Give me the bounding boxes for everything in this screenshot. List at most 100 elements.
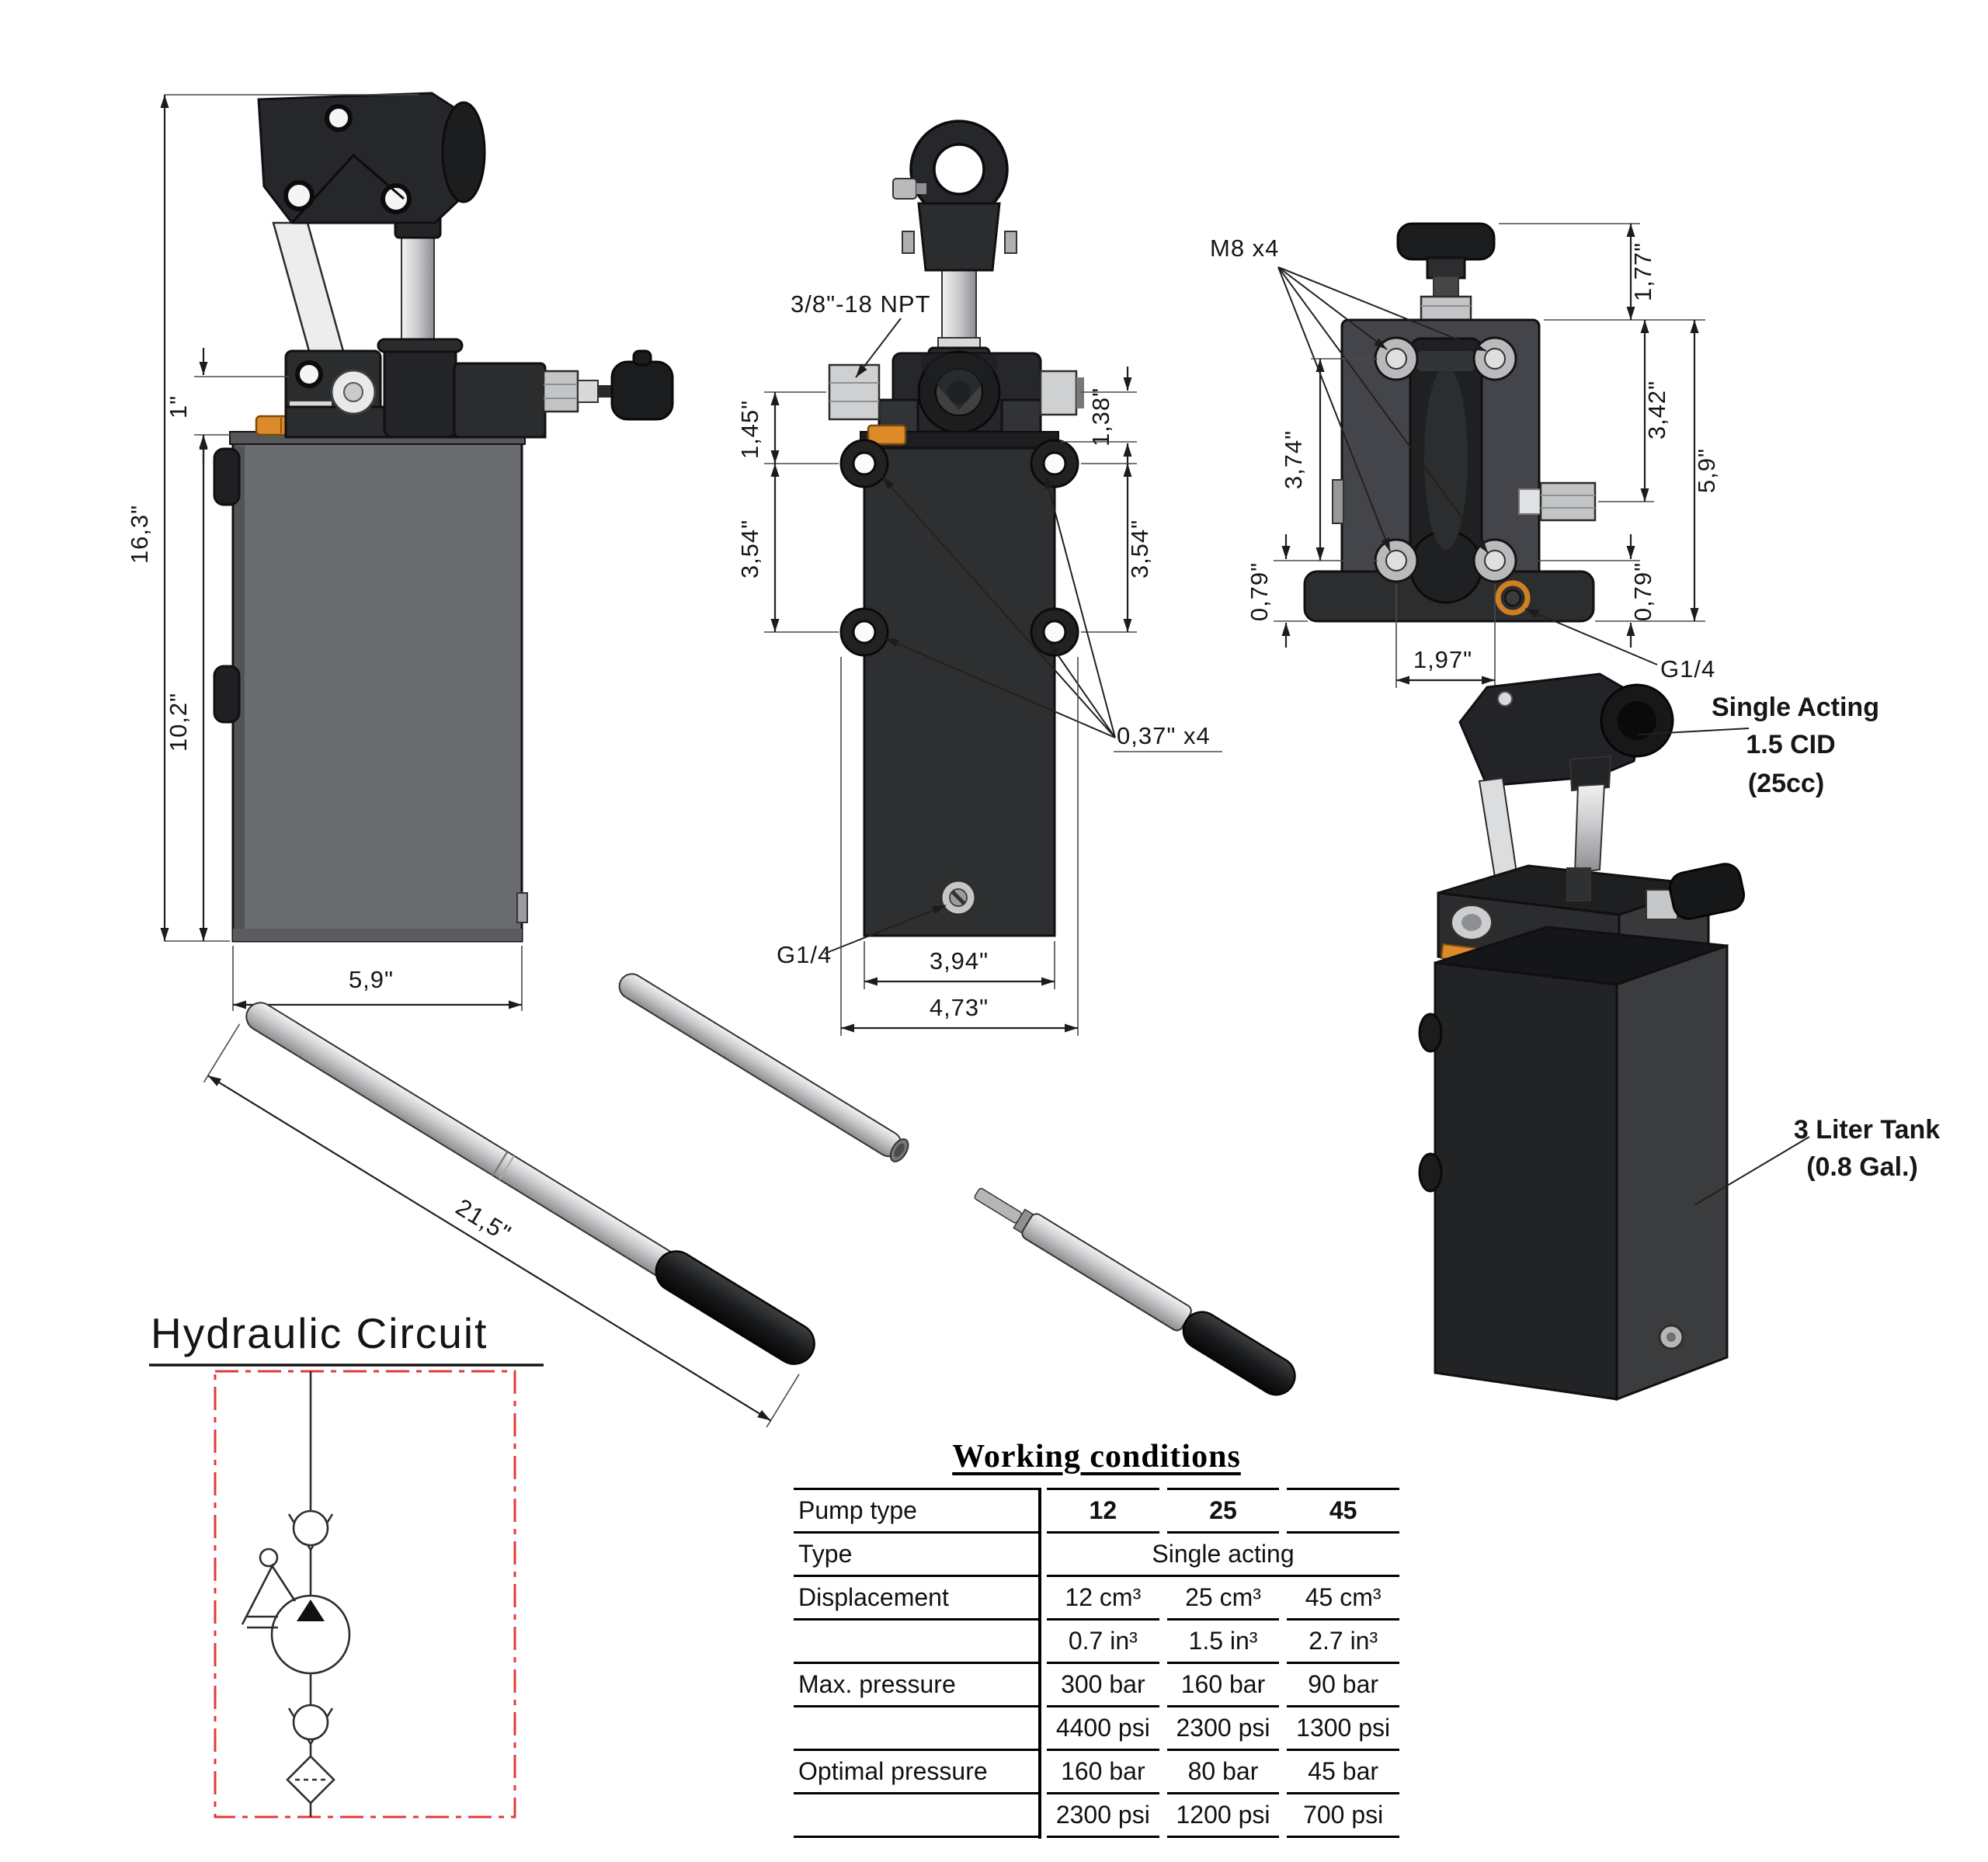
dim-top-knob-height: 1,77" <box>1629 242 1656 301</box>
front-tank <box>863 446 1056 937</box>
cell-pump-type-label: Pump type <box>794 1488 1039 1534</box>
check-valve-symbol-2 <box>292 1704 329 1741</box>
iso-view: Single Acting 1.5 CID (25cc) 3 Liter Tan… <box>1418 672 1940 1402</box>
iso-boss-lower <box>1418 1152 1443 1193</box>
cell-pump-type-25: 25 <box>1166 1488 1280 1534</box>
cell-max-pressure-psi-label <box>794 1707 1039 1751</box>
front-clevis-body <box>917 202 1001 272</box>
table-row-optimal-pressure-psi: 2300 psi 1200 psi 700 psi <box>794 1794 1399 1838</box>
table-row-displacement-cm3: Displacement 12 cm³ 25 cm³ 45 cm³ <box>794 1577 1399 1621</box>
side-bracket-hole-top <box>325 104 353 132</box>
dim-front-lug-spacing-right: 3,54" <box>1126 519 1153 578</box>
cell-max-pressure-label: Max. pressure <box>794 1664 1039 1707</box>
cell-displacement-in-45: 2.7 in³ <box>1287 1621 1399 1664</box>
circuit-title: Hydraulic Circuit <box>151 1309 488 1357</box>
iso-tank-side <box>1615 943 1729 1402</box>
top-side-slot <box>1332 479 1344 524</box>
check-valve-symbol-1 <box>292 1509 329 1547</box>
cell-max-pressure-45: 90 bar <box>1287 1664 1399 1707</box>
front-npt-label: 3/8"-18 NPT <box>791 290 931 318</box>
cell-type-label: Type <box>794 1534 1039 1577</box>
cell-optimal-pressure-12: 160 bar <box>1047 1751 1159 1794</box>
side-bracket-hole-right <box>381 183 412 214</box>
side-bolt-hole <box>295 360 323 388</box>
dim-top-base-offset-left: 0,79" <box>1246 562 1273 621</box>
front-dimensions: 3/8"-18 NPT 1,45" 3,54" 1,38" 3,54" 0,37… <box>736 290 1222 1036</box>
working-conditions-table: Working conditions Pump type 12 25 45 Ty… <box>786 1438 1407 1839</box>
side-pump-head <box>284 338 547 439</box>
dim-front-lug-spacing-left: 3,54" <box>736 519 763 578</box>
front-side-port <box>1039 370 1078 416</box>
circuit-boundary <box>214 1370 516 1819</box>
dim-top-bolt-spacing-h: 1,97" <box>1413 646 1472 673</box>
iso-pump-label-line3: (25cc) <box>1748 769 1824 798</box>
side-boss-upper <box>213 447 241 506</box>
dim-side-overall-height: 16,3" <box>126 505 153 564</box>
cell-displacement-in-12: 0.7 in³ <box>1047 1621 1159 1664</box>
top-m8-screws <box>1374 336 1517 583</box>
front-holes-label: 0,37" x4 <box>1117 722 1211 749</box>
handle-grip <box>655 1250 815 1365</box>
iso-tank-label-line1: 3 Liter Tank <box>1794 1115 1940 1145</box>
cell-max-pressure-psi-45: 1300 psi <box>1287 1707 1399 1751</box>
table-row-pump-type: Pump type 12 25 45 <box>794 1488 1399 1534</box>
filter-symbol <box>286 1755 335 1805</box>
dim-top-base-offset-right: 0,79" <box>1629 562 1656 621</box>
front-rod-upper <box>941 267 977 346</box>
cell-optimal-pressure-45: 45 bar <box>1287 1751 1399 1794</box>
iso-pump-label-line1: Single Acting <box>1712 693 1879 722</box>
dim-handle-length: 21,5" <box>451 1193 516 1248</box>
top-dimensions: M8 x4 1,77" 3,42" 5,9" 3,74" 0,79" <box>1210 223 1720 688</box>
cell-displacement-25: 25 cm³ <box>1166 1577 1280 1621</box>
table-row-displacement-in3: 0.7 in³ 1.5 in³ 2.7 in³ <box>794 1621 1399 1664</box>
side-level-plug <box>516 892 528 923</box>
cell-optimal-pressure-psi-12: 2300 psi <box>1047 1794 1159 1838</box>
cell-displacement-12: 12 cm³ <box>1047 1577 1159 1621</box>
dim-side-head-height: 1" <box>165 395 192 419</box>
top-bolts-label: M8 x4 <box>1210 234 1279 262</box>
dim-front-overall-width: 4,73" <box>930 994 989 1021</box>
side-tank <box>231 433 523 943</box>
iso-tank-label-line2: (0.8 Gal.) <box>1806 1152 1918 1182</box>
iso-boss-upper <box>1418 1013 1443 1053</box>
cell-optimal-pressure-psi-25: 1200 psi <box>1166 1794 1280 1838</box>
table-row-optimal-pressure-bar: Optimal pressure 160 bar 80 bar 45 bar <box>794 1751 1399 1794</box>
dim-front-port-to-tank-top: 1,38" <box>1087 387 1114 446</box>
dim-side-tank-height: 10,2" <box>165 693 192 752</box>
side-grip-socket <box>441 101 486 203</box>
front-drain-label: G1/4 <box>777 941 832 968</box>
dim-front-port-to-lug: 1,45" <box>736 400 763 459</box>
iso-rod-cap <box>1569 755 1612 792</box>
dim-side-width: 5,9" <box>349 966 394 993</box>
cell-type-value: Single acting <box>1047 1534 1399 1577</box>
cell-optimal-pressure-label: Optimal pressure <box>794 1751 1039 1794</box>
side-release-knob <box>542 349 674 421</box>
spec-table: Pump type 12 25 45 Type Single acting Di… <box>786 1488 1407 1838</box>
side-handle-bracket <box>257 92 486 224</box>
cell-displacement-in-25: 1.5 in³ <box>1166 1621 1280 1664</box>
handle-rod-grip-piece <box>974 1187 1296 1396</box>
table-row-max-pressure-psi: 4400 psi 2300 psi 1300 psi <box>794 1707 1399 1751</box>
top-pump-barrel <box>1409 337 1483 604</box>
dim-top-body-height: 3,42" <box>1643 380 1670 439</box>
cell-max-pressure-12: 300 bar <box>1047 1664 1159 1707</box>
cell-displacement-label: Displacement <box>794 1577 1039 1621</box>
iso-piston-rod <box>1573 783 1606 874</box>
side-tank-bottom-shade <box>233 929 522 941</box>
cell-pump-type-12: 12 <box>1047 1488 1159 1534</box>
front-clevis-bolt <box>892 178 917 200</box>
cell-max-pressure-25: 160 bar <box>1166 1664 1280 1707</box>
side-view: 16,3" 1" 10,2" 5,9" <box>126 92 674 1011</box>
cell-optimal-pressure-psi-label <box>794 1794 1039 1838</box>
top-outlet-fitting <box>1518 481 1597 522</box>
cell-max-pressure-psi-12: 4400 psi <box>1047 1707 1159 1751</box>
iso-tank-front <box>1434 961 1618 1401</box>
dim-front-tank-width: 3,94" <box>930 947 989 974</box>
table-title: Working conditions <box>952 1439 1241 1475</box>
cell-pump-type-45: 45 <box>1287 1488 1399 1534</box>
top-g14-port <box>1495 580 1531 616</box>
cell-max-pressure-psi-25: 2300 psi <box>1166 1707 1280 1751</box>
circuit-symbols <box>241 1371 351 1817</box>
